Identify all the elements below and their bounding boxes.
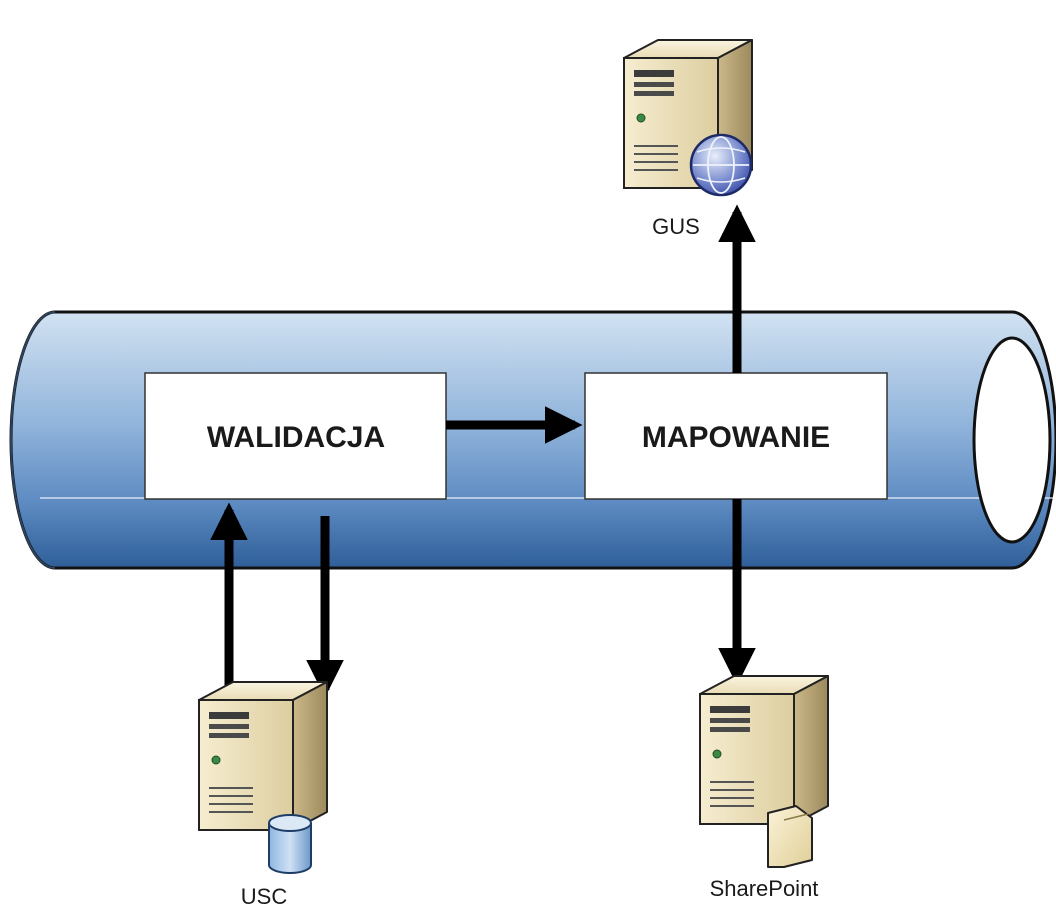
mapping-box: MAPOWANIE <box>584 372 888 500</box>
database-icon <box>268 814 312 874</box>
usc-server: USC <box>198 681 328 909</box>
server-tower-icon <box>198 681 328 831</box>
gus-label: GUS <box>652 214 700 239</box>
validation-label: WALIDACJA <box>207 421 385 454</box>
pipe-opening <box>972 336 1052 544</box>
sharepoint-server: SharePoint <box>699 675 829 901</box>
document-icon <box>767 805 813 868</box>
usc-label: USC <box>241 884 288 909</box>
globe-icon <box>689 133 753 197</box>
validation-box: WALIDACJA <box>144 372 447 500</box>
gus-server: GUS <box>623 39 753 239</box>
server-tower-icon <box>699 675 829 825</box>
mapping-label: MAPOWANIE <box>642 421 830 454</box>
sharepoint-label: SharePoint <box>710 876 819 901</box>
arrows <box>210 204 756 698</box>
